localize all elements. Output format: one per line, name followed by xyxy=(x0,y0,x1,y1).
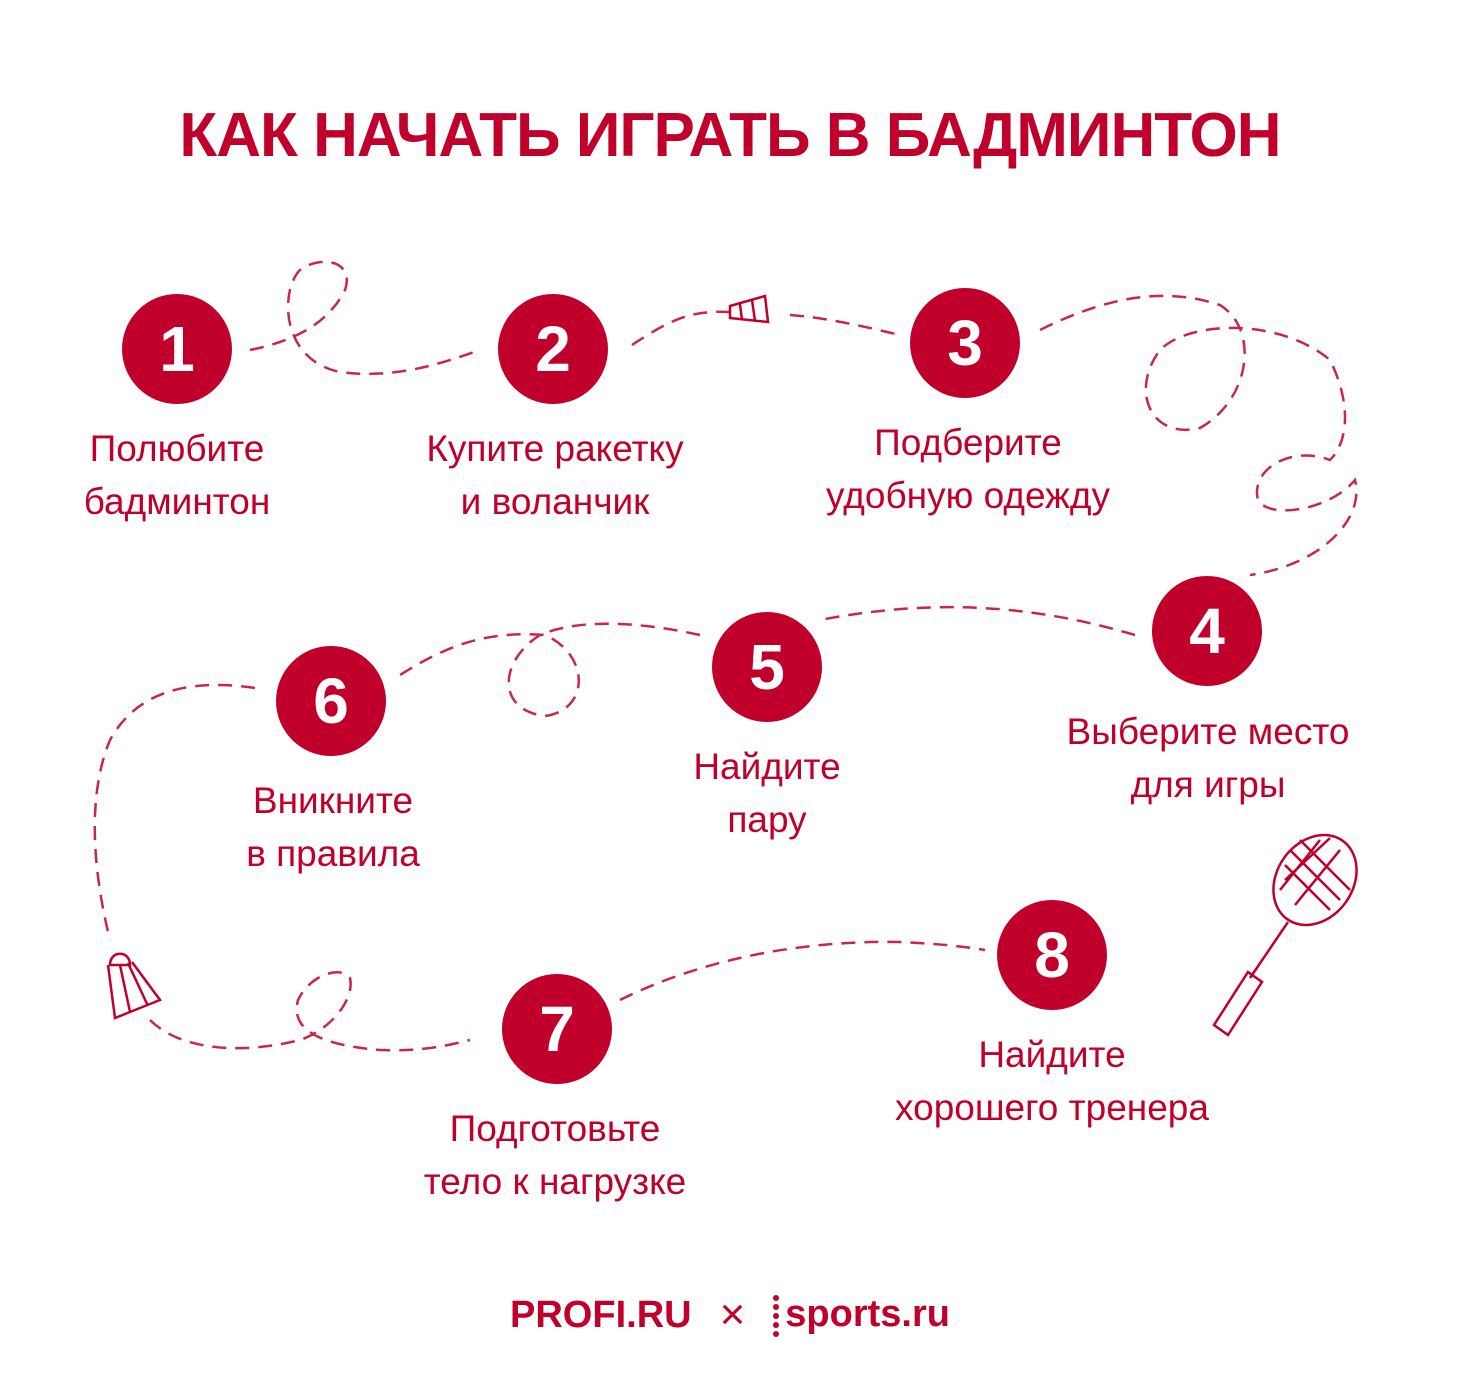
step-1-badge: 1 xyxy=(122,294,232,404)
cross-separator: × xyxy=(719,1290,746,1339)
dots-icon xyxy=(773,1294,780,1337)
step-6-label: Вникните в правила xyxy=(133,774,533,880)
step-4-label: Выберите место для игры xyxy=(1008,705,1408,811)
step-3-badge: 3 xyxy=(910,288,1020,398)
label-line: бадминтон xyxy=(83,481,271,522)
label-line: Купите ракетку xyxy=(426,428,684,469)
step-5-label: Найдите пару xyxy=(567,740,967,846)
label-line: Полюбите xyxy=(89,428,265,469)
label-line: Выберите место xyxy=(1066,711,1350,752)
label-line: Вникните xyxy=(252,780,414,821)
profi-logo: PROFI.RU xyxy=(510,1293,692,1336)
step-6-badge: 6 xyxy=(276,646,386,756)
footer-logos: PROFI.RU × sports.ru xyxy=(0,1290,1460,1340)
racket-icon xyxy=(1212,833,1358,1037)
label-line: Найдите xyxy=(978,1034,1126,1075)
label-line: пару xyxy=(727,799,807,840)
step-7-label: Подготовьте тело к нагрузке xyxy=(355,1102,755,1208)
label-line: и воланчик xyxy=(460,481,650,522)
shuttlecock-icon xyxy=(728,294,770,324)
page-title: КАК НАЧАТЬ ИГРАТЬ В БАДМИНТОН xyxy=(179,101,1281,170)
step-3-label: Подберите удобную одежду xyxy=(768,416,1168,522)
sports-logo-text: sports.ru xyxy=(785,1293,950,1336)
step-2-badge: 2 xyxy=(498,294,608,404)
step-7-badge: 7 xyxy=(502,974,612,1084)
label-line: для игры xyxy=(1130,764,1286,805)
step-1-label: Полюбите бадминтон xyxy=(0,422,377,528)
label-line: хорошего тренера xyxy=(895,1087,1209,1128)
step-4-badge: 4 xyxy=(1152,576,1262,686)
label-line: Подберите xyxy=(874,422,1062,463)
sports-logo: sports.ru xyxy=(773,1293,950,1337)
step-5-badge: 5 xyxy=(712,612,822,722)
step-8-badge: 8 xyxy=(997,900,1107,1010)
label-line: удобную одежду xyxy=(826,475,1110,516)
shuttlecock-icon xyxy=(106,952,162,1020)
label-line: Подготовьте xyxy=(449,1108,661,1149)
label-line: в правила xyxy=(246,833,420,874)
step-2-label: Купите ракетку и воланчик xyxy=(355,422,755,528)
label-line: Найдите xyxy=(693,746,841,787)
step-8-label: Найдите хорошего тренера xyxy=(852,1028,1252,1134)
label-line: тело к нагрузке xyxy=(423,1161,687,1202)
